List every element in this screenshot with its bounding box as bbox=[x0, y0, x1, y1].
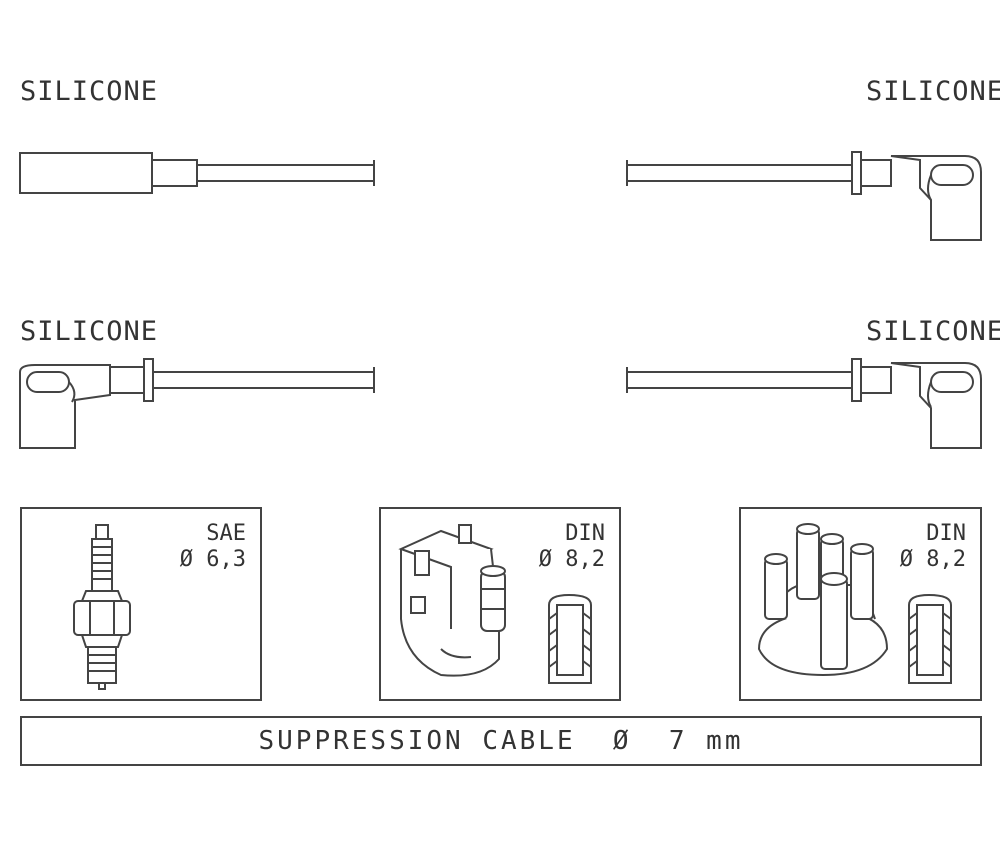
angled-boot-connector-top-right bbox=[626, 151, 982, 241]
suppression-cable-text: SUPPRESSION CABLE Ø 7 mm bbox=[258, 726, 744, 756]
silicone-label-mid-left: SILICONE bbox=[20, 316, 159, 347]
din-socket-icon-2 bbox=[908, 593, 952, 684]
straight-boot-connector bbox=[19, 152, 375, 194]
distributor-cap-icon bbox=[757, 523, 952, 684]
silicone-label-mid-right: SILICONE bbox=[866, 316, 1000, 347]
din-coil-terminal-panel: DIN Ø 8,2 bbox=[379, 507, 621, 701]
spark-plug-icon bbox=[73, 524, 131, 690]
din-distributor-standard-label: DIN bbox=[926, 521, 966, 546]
din-coil-standard-label: DIN bbox=[565, 521, 605, 546]
sae-diameter-label: Ø 6,3 bbox=[179, 547, 246, 572]
silicone-label-top-right: SILICONE bbox=[866, 76, 1000, 107]
ignition-coil-icon bbox=[398, 524, 592, 684]
din-socket-icon-1 bbox=[548, 593, 592, 684]
sae-terminal-panel: SAE Ø 6,3 bbox=[20, 507, 262, 701]
din-coil-diameter-label: Ø 8,2 bbox=[538, 547, 605, 572]
suppression-cable-banner: SUPPRESSION CABLE Ø 7 mm bbox=[20, 716, 982, 766]
din-distributor-terminal-panel: DIN Ø 8,2 bbox=[739, 507, 982, 701]
angled-boot-connector-mid-right bbox=[626, 358, 982, 449]
sae-standard-label: SAE bbox=[206, 521, 246, 546]
angled-boot-connector-mid-left bbox=[19, 358, 375, 449]
din-distributor-diameter-label: Ø 8,2 bbox=[899, 547, 966, 572]
silicone-label-top-left: SILICONE bbox=[20, 76, 159, 107]
